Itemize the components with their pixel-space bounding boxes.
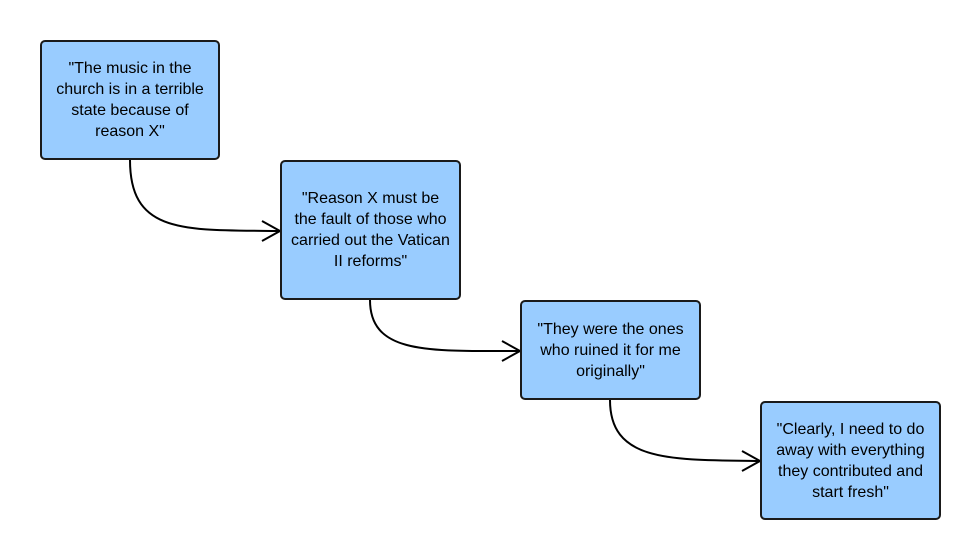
flow-step-4-text: "Clearly, I need to do away with everyth…	[776, 420, 925, 501]
flow-step-3-text: "They were the ones who ruined it for me…	[537, 320, 684, 380]
connector-3-to-4	[609, 399, 763, 472]
flow-step-4-box: "Clearly, I need to do away with everyth…	[760, 401, 941, 520]
connector-2-to-3	[369, 299, 523, 362]
flow-step-1-text: "The music in the church is in a terribl…	[56, 60, 204, 140]
connector-2-curve	[369, 299, 521, 353]
connector-1-curve	[129, 159, 281, 232]
connector-1-to-2	[129, 159, 283, 242]
flow-step-1-box: "The music in the church is in a terribl…	[40, 40, 220, 160]
flow-step-2-box: "Reason X must be the fault of those who…	[280, 160, 461, 300]
flow-step-2-text: "Reason X must be the fault of those who…	[291, 190, 450, 270]
flow-step-3-box: "They were the ones who ruined it for me…	[520, 300, 701, 400]
connector-3-curve	[609, 399, 761, 462]
